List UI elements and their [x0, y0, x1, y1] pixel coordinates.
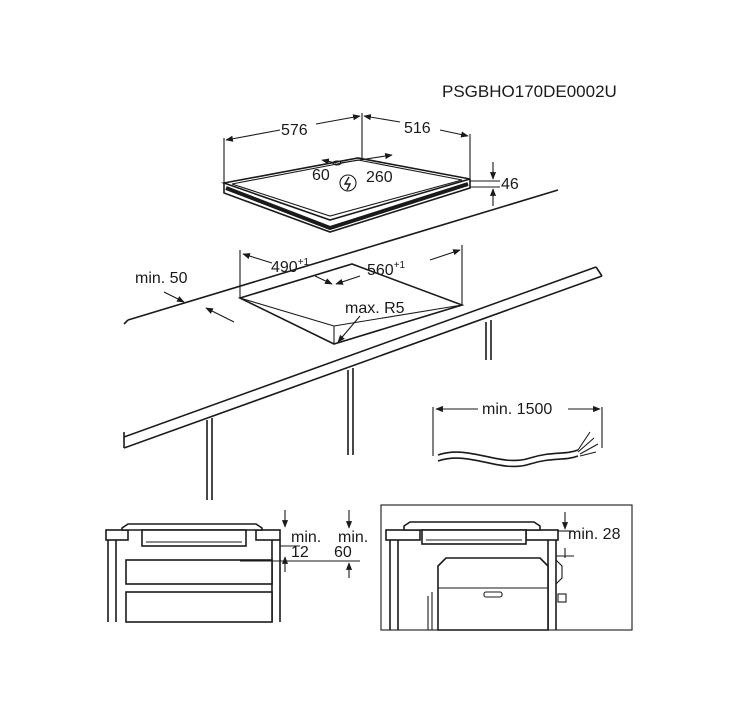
connector-left-label: 60	[312, 167, 330, 184]
cutout-width-label: 490+1	[271, 257, 310, 276]
gap-min-value: 12	[291, 544, 309, 561]
diagram-code: PSGBHO170DE0002U	[442, 82, 617, 101]
electric-connection-icon	[339, 174, 357, 192]
space-min-value: 60	[334, 544, 352, 561]
hob-dimensions	[223, 113, 500, 206]
hob-depth-label: 516	[404, 120, 431, 137]
worktop-drawing	[123, 189, 603, 500]
oven-min-label: min. 28	[568, 526, 621, 543]
cabinet-oven-drawing	[380, 504, 633, 631]
edge-min-label: min. 50	[135, 270, 188, 287]
hob-width-label: 576	[281, 122, 308, 139]
cabinet-drawer-drawing	[105, 510, 360, 623]
cable-drawing	[432, 405, 603, 468]
hob-height-label: 46	[501, 176, 519, 193]
space-min-label: min.	[338, 529, 368, 546]
cable-min-label: min. 1500	[482, 401, 552, 418]
hob-drawing	[220, 157, 471, 233]
cutout-depth-label: 560+1	[367, 260, 406, 279]
connector-right-label: 260	[366, 169, 393, 186]
gap-min-label: min.	[291, 529, 321, 546]
radius-label: max. R5	[345, 300, 405, 317]
